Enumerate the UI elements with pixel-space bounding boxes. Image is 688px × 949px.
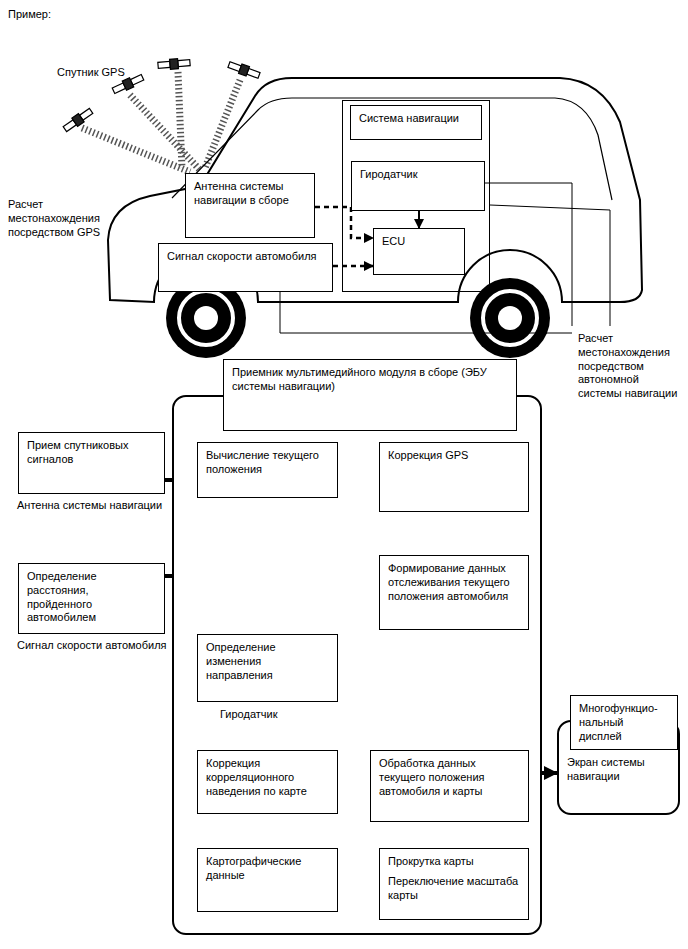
annotation-label: Спутник GPS [57,66,147,80]
process-box: Обработка данных текущего положения авто… [370,750,529,822]
module-housing: Приемник мультимедийного модуля в сборе … [172,395,542,935]
node-caption: Гиродатчик [220,708,340,722]
process-box: Определение изменения направленияГиродат… [197,634,338,702]
node-text: Прокрутка карты [380,849,528,869]
component-box: Антенна системы навигации в сборе [185,173,315,238]
node-caption: Сигнал скорости автомобиля [17,639,167,653]
input-box: Прием спутниковых сигналовАнтенна систем… [18,432,165,494]
node-text: Антенна системы навигации в сборе [186,174,314,214]
node-text: Вычисление текущего положения [198,443,337,483]
flow-arrow [315,207,373,238]
node-caption: Переключение масштаба карты [380,869,528,909]
node-text: Прием спутниковых сигналов [19,433,164,473]
process-box: Коррекция корреляционного наведения по к… [197,750,338,814]
display-housing: Экран системы навигацииМногофункцио- нал… [557,720,680,815]
annotation-label: Расчет местонахождения посредством GPS [8,198,120,239]
process-box: Прокрутка картыПереключение масштаба кар… [379,848,529,920]
node-text: Определение расстояния, пройденного авто… [19,564,164,631]
process-box: Вычисление текущего положения [197,442,338,498]
node-text: Многофункцио- нальный дисплей [571,696,677,749]
node-text: Формирование данных отслеживания текущег… [380,556,528,609]
input-box: Определение расстояния, пройденного авто… [18,563,165,634]
car-body [108,78,642,302]
node-text: Коррекция GPS [380,443,528,469]
node-text: Сигнал скорости автомобиля [159,244,332,270]
node-heading: Система навигации [350,105,482,140]
node-heading: Приемник мультимедийного модуля в сборе … [223,359,517,431]
flow-arrow [418,211,420,228]
process-box: Коррекция GPS [379,442,529,512]
node-text: Картографические данные [198,849,337,889]
signal-box: Сигнал скорости автомобиля [158,243,333,292]
node-text: Обработка данных текущего положения авто… [371,751,528,804]
node-text: Гиродатчик [352,162,484,188]
node-text: ECU [374,229,464,255]
sensor-box: Гиродатчик [351,161,485,211]
node-caption: Антенна системы навигации [17,499,167,513]
system-housing: Система навигацииГиродатчикECU [342,100,490,292]
annotation-label: Пример: [8,8,128,22]
flow-arrow [333,265,373,268]
annotation-label: Расчет местонахождения посредством автон… [578,332,684,401]
node-text: Определение изменения направления [198,635,337,688]
display-box: Многофункцио- нальный дисплей [570,695,678,750]
process-box: Формирование данных отслеживания текущег… [379,555,529,630]
signal-waves [82,72,240,172]
ecu-box: ECU [373,228,465,275]
data-box: Картографические данные [197,848,338,912]
node-text: Коррекция корреляционного наведения по к… [198,751,337,804]
